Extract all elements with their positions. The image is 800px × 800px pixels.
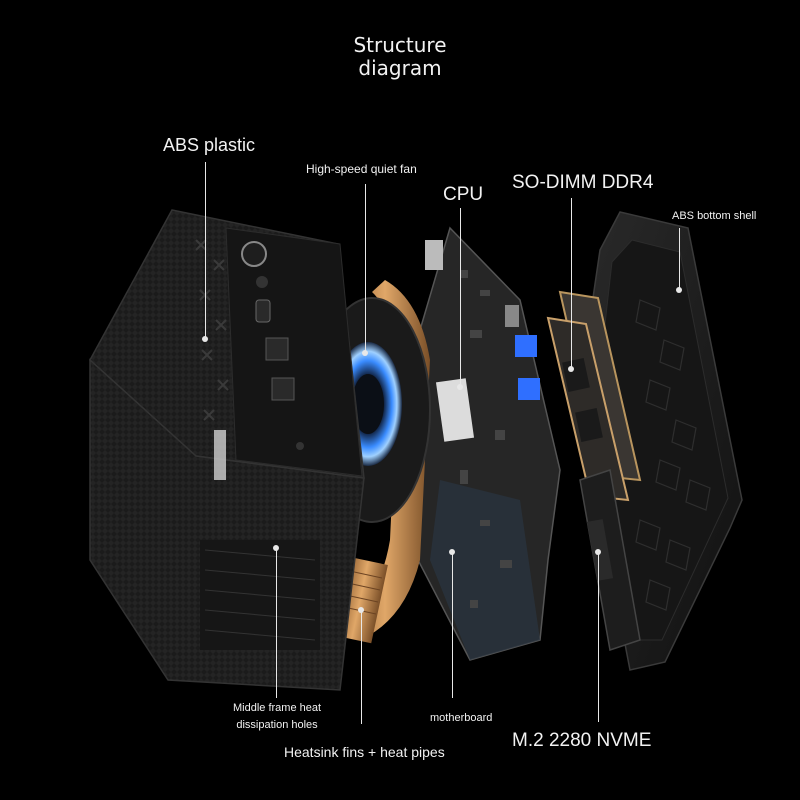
leader-bottom-shell — [679, 228, 680, 290]
diagram-title: Structure diagram — [0, 34, 800, 80]
leader-heatsink — [361, 610, 362, 724]
leader-dot-abs-plastic — [202, 336, 208, 342]
leader-dot-cpu — [457, 384, 463, 390]
leader-dot-motherboard — [449, 549, 455, 555]
diagram-title-line1: Structure — [353, 33, 447, 57]
leader-cpu — [460, 208, 461, 388]
leader-dot-heatsink — [358, 607, 364, 613]
leader-middle-frame — [276, 548, 277, 698]
label-ram: SO-DIMM DDR4 — [512, 172, 654, 193]
leader-ssd — [598, 552, 599, 722]
label-middle-frame-line1: Middle frame heat — [233, 702, 322, 714]
leader-ram — [571, 198, 572, 370]
label-abs-plastic: ABS plastic — [163, 135, 256, 155]
motherboard-part — [417, 226, 561, 661]
ram-modules-part — [546, 290, 642, 502]
diagram-title-line2: diagram — [358, 56, 442, 80]
leader-dot-ram — [568, 366, 574, 372]
label-ssd: M.2 2280 NVME — [512, 730, 652, 751]
label-heatsink: Heatsink fins + heat pipes — [284, 744, 445, 760]
label-bottom-shell: ABS bottom shell — [672, 210, 757, 222]
label-middle-frame: Middle frame heat dissipation holes — [233, 702, 321, 731]
mini-pc-case — [89, 209, 365, 691]
leader-abs-plastic — [205, 162, 206, 340]
leader-motherboard — [452, 552, 453, 698]
label-motherboard: motherboard — [430, 712, 493, 724]
leader-fan — [365, 184, 366, 354]
leader-dot-ssd — [595, 549, 601, 555]
leader-dot-middle-frame — [273, 545, 279, 551]
leader-dot-fan — [362, 350, 368, 356]
label-cpu: CPU — [443, 184, 484, 205]
label-middle-frame-line2: dissipation holes — [236, 718, 318, 731]
label-fan: High-speed quiet fan — [306, 162, 417, 176]
leader-dot-bottom-shell — [676, 287, 682, 293]
